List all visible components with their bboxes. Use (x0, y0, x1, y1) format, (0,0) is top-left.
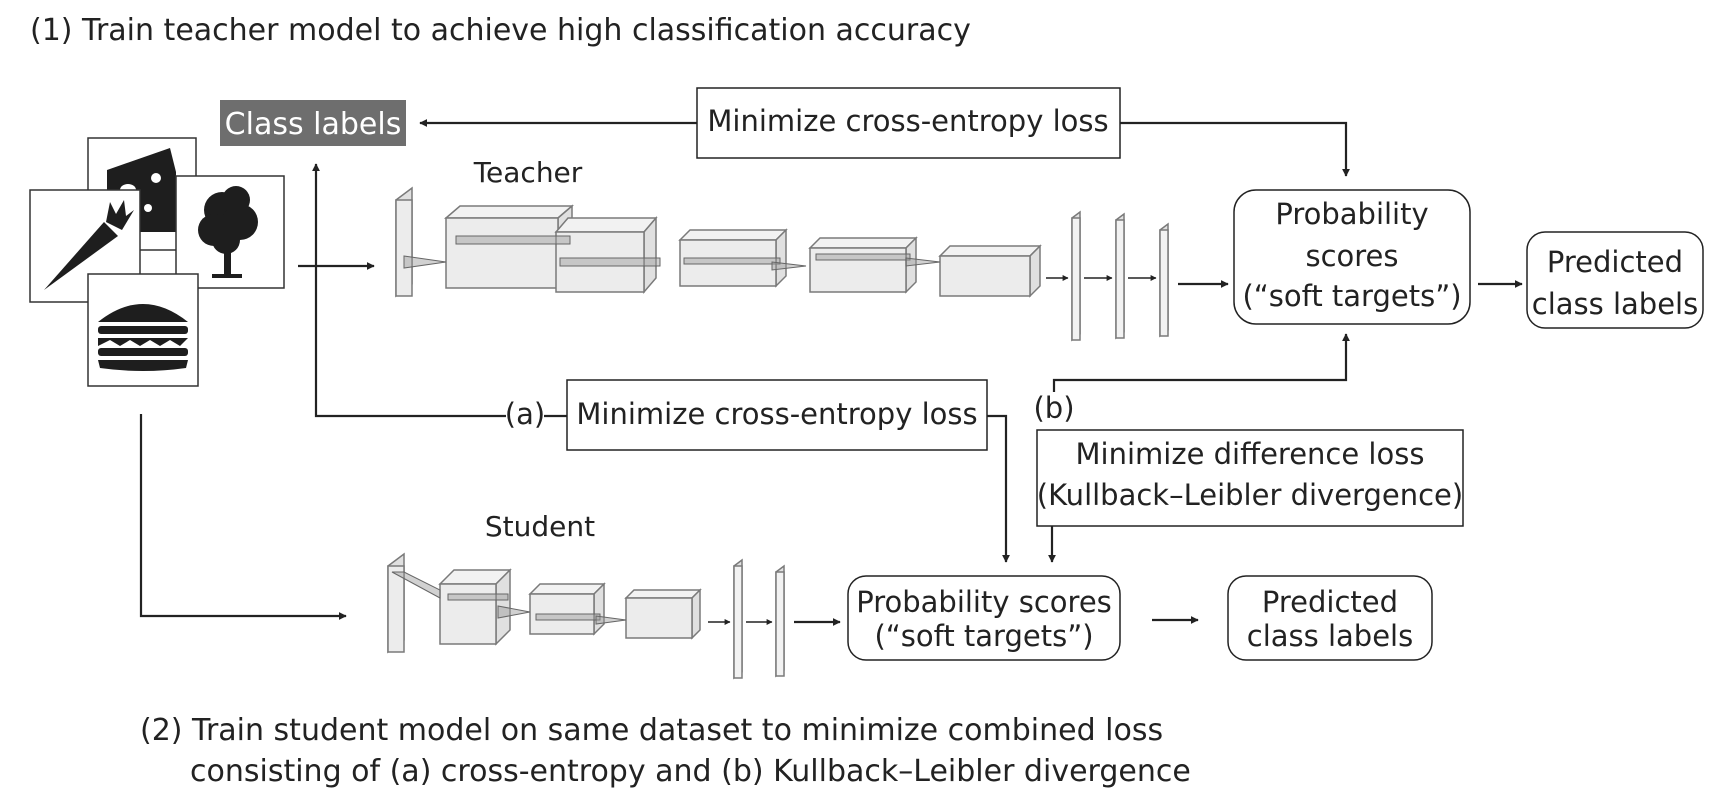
student-predicted-line2: class labels (1247, 619, 1413, 653)
student-probability-line1: Probability scores (856, 585, 1112, 619)
teacher-dense-layers (1071, 210, 1169, 342)
teacher-label: Teacher (473, 156, 583, 189)
tree-icon (198, 186, 258, 278)
student-loss-text: Minimize cross-entropy loss (576, 397, 977, 431)
student-probability-box (847, 575, 1121, 661)
teacher-predicted-box (1526, 231, 1704, 329)
teacher-conv-block-4 (808, 236, 918, 294)
teacher-loss-box (696, 87, 1121, 159)
student-predicted-box (1227, 575, 1433, 661)
teacher-conv-block-3 (678, 228, 788, 288)
kl-loss-box (1036, 429, 1464, 527)
student-loss-to-probability-arrow (987, 414, 1010, 563)
images-to-student-arrow (139, 414, 347, 620)
step2-line2: consisting of (a) cross-entropy and (b) … (190, 754, 1191, 789)
kl-to-teacher-probability-arrow (1052, 333, 1350, 392)
student-loss-to-class-labels-arrow (312, 163, 506, 418)
student-predicted-line1: Predicted (1262, 585, 1398, 619)
teacher-predicted-line1: Predicted (1547, 245, 1683, 279)
teacher-conv-block-1 (443, 204, 575, 290)
carrot-icon (44, 200, 134, 290)
kl-loss-line2: (Kullback–Leibler divergence) (1037, 478, 1463, 512)
teacher-probability-line2: scores (1305, 239, 1398, 273)
student-probability-line2: (“soft targets”) (874, 619, 1093, 653)
student-network (387, 552, 785, 680)
kl-marker: (b) (1033, 391, 1074, 425)
teacher-network (395, 186, 1169, 342)
class-labels-box (220, 100, 406, 146)
step1-title: (1) Train teacher model to achieve high … (30, 13, 971, 48)
student-dense-layers (733, 558, 785, 680)
class-labels-text: Class labels (225, 107, 402, 142)
teacher-probability-line1: Probability (1275, 197, 1428, 231)
kl-loss-line1: Minimize difference loss (1076, 437, 1425, 471)
student-conv-block-2 (528, 582, 606, 636)
teacher-probability-line3: (“soft targets”) (1242, 279, 1461, 313)
teacher-conv-block-5 (938, 244, 1042, 298)
teacher-predicted-line2: class labels (1532, 287, 1698, 321)
connectors (139, 119, 1523, 626)
teacher-conv-block-2 (554, 215, 658, 295)
teacher-loss-text: Minimize cross-entropy loss (707, 104, 1108, 138)
teacher-loss-to-probability-arrow (1120, 121, 1350, 177)
step2-line1: (2) Train student model on same dataset … (140, 713, 1163, 748)
student-loss-marker: (a) (505, 397, 545, 431)
student-conv-block-3 (624, 588, 702, 640)
burger-icon (98, 304, 188, 371)
student-label: Student (485, 510, 595, 543)
dataset-images (29, 137, 285, 387)
teacher-probability-box (1233, 189, 1471, 325)
